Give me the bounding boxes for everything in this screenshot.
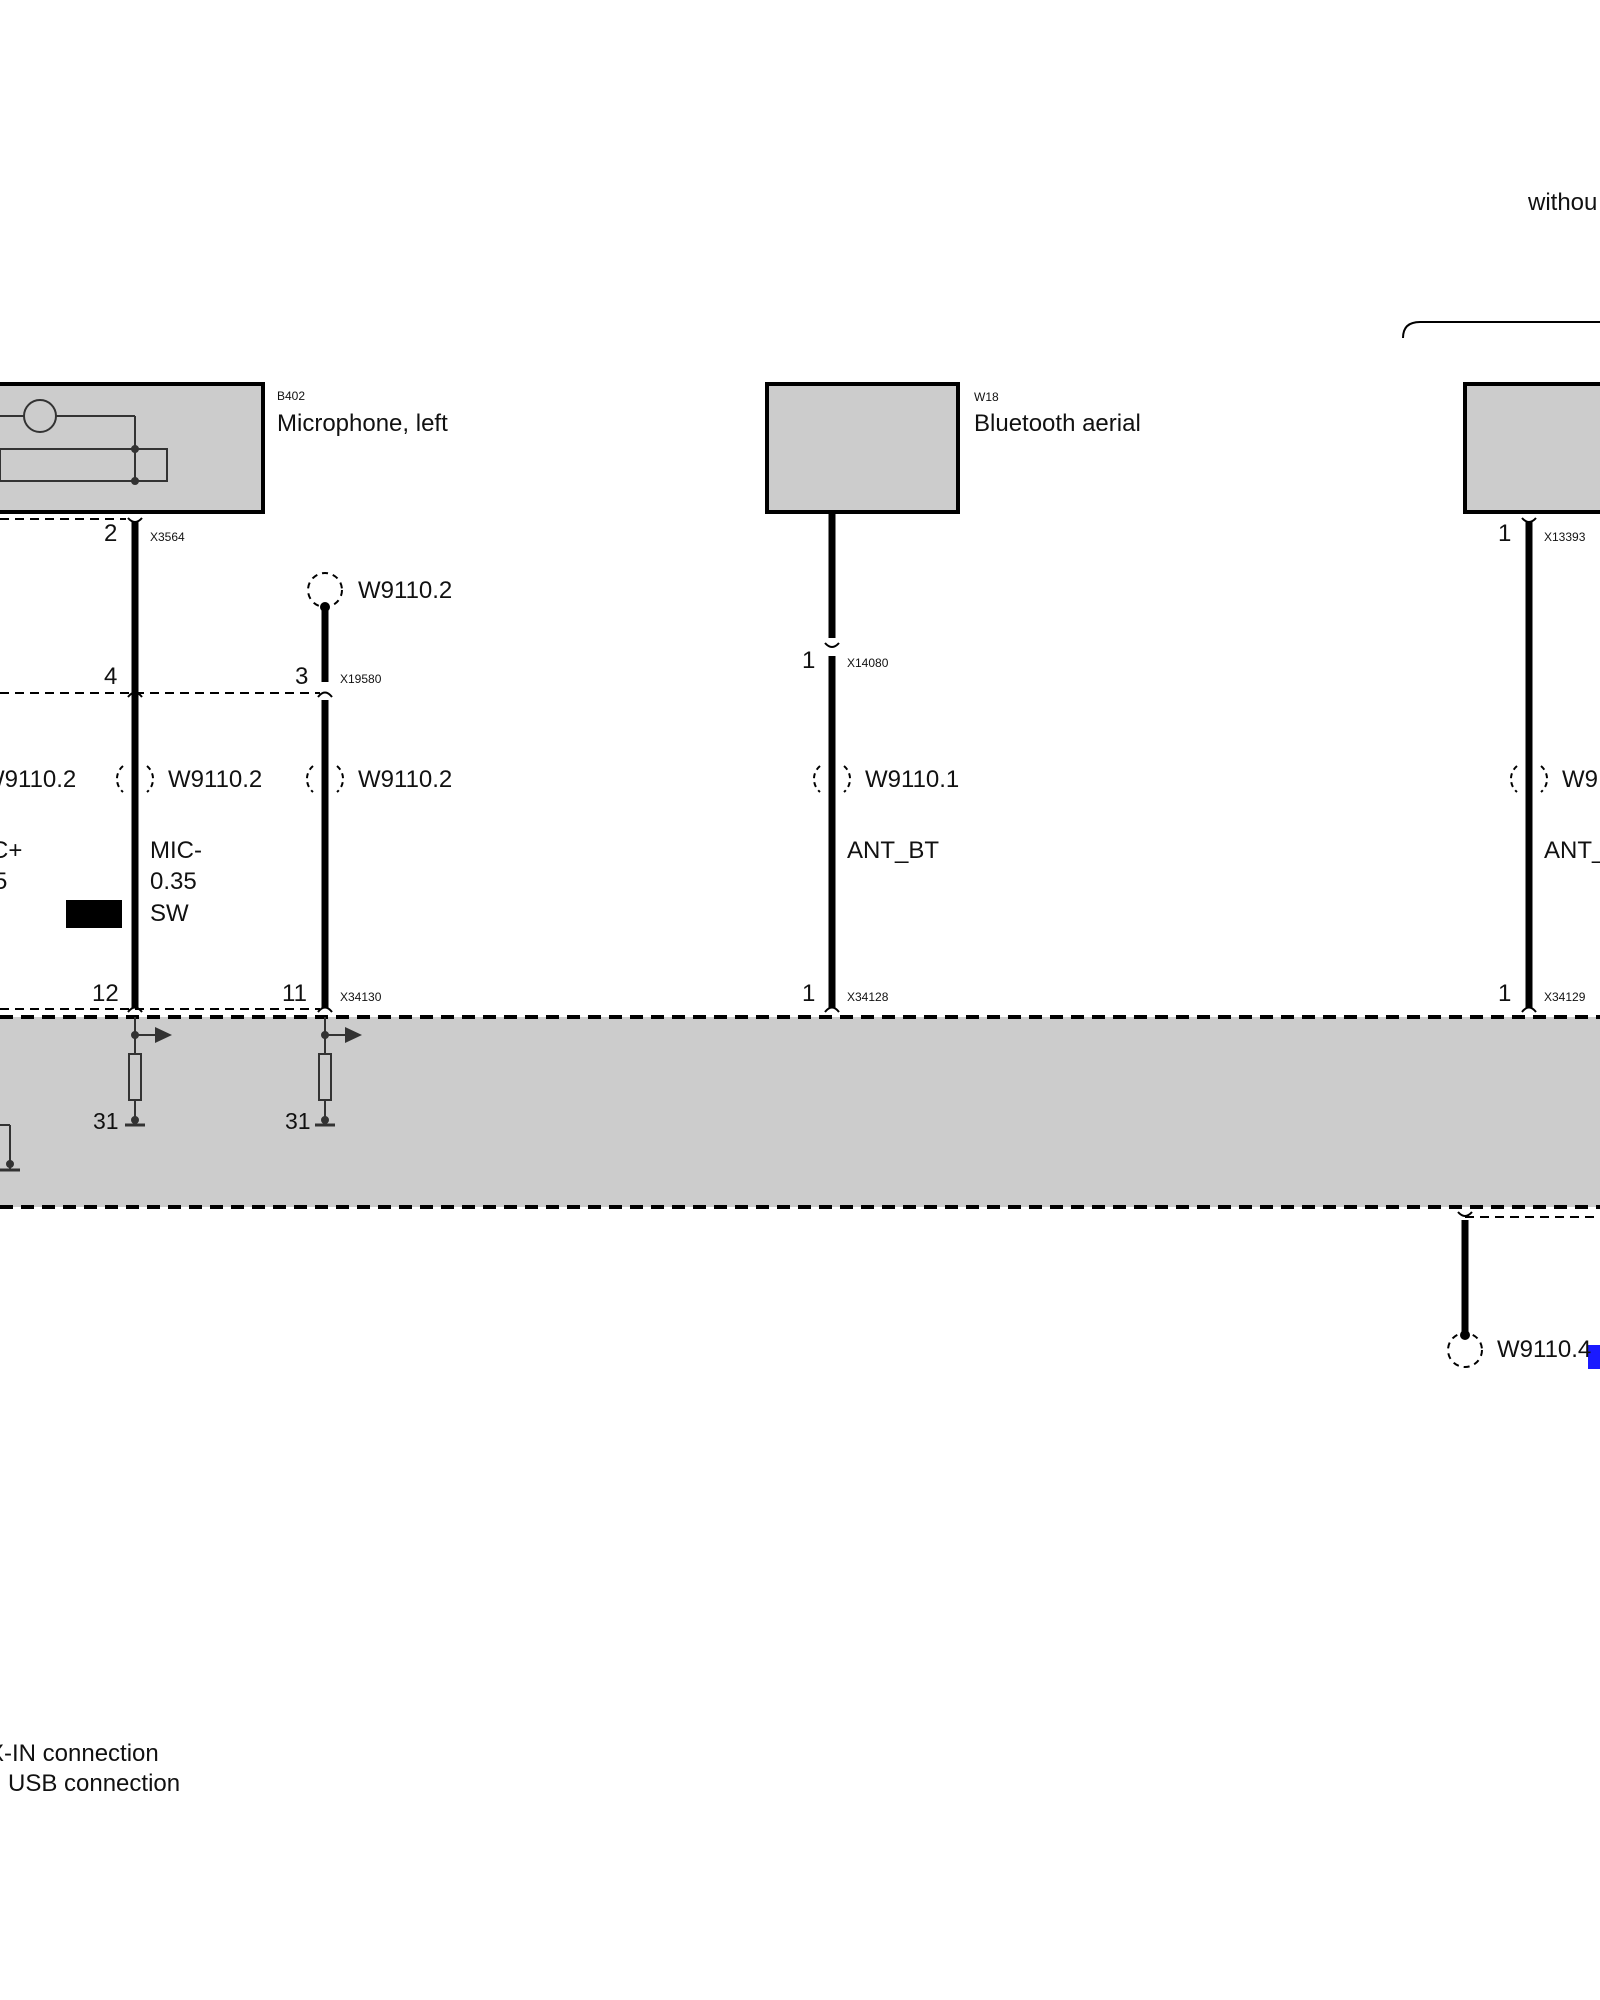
wire-bottom [1447, 1211, 1483, 1368]
pin-mic: 2 [104, 520, 117, 547]
splice-arrow-icon [345, 1027, 362, 1043]
pin-main-a: 12 [92, 980, 119, 1007]
left-partial-line1: C+ [0, 837, 22, 864]
microphone-component: B402 Microphone, left [0, 382, 448, 514]
splice-shield-end-icon [307, 572, 343, 608]
legend-line2: USB connection [8, 1770, 180, 1797]
pin-main-right: 1 [1498, 980, 1511, 1007]
connector-main-mic: X34130 [340, 990, 382, 1004]
blue-wire-marker [1588, 1345, 1600, 1369]
bottom-shield-end-icon [1447, 1332, 1483, 1368]
pin-right-top: 1 [1498, 520, 1511, 547]
microphone-code: B402 [277, 389, 305, 403]
pin-main-bt: 1 [802, 980, 815, 1007]
connector-bt-inline: X14080 [847, 656, 889, 670]
splice-wire-shield-icon [306, 765, 344, 793]
bt-aerial-box [765, 382, 960, 514]
bt-aerial-name: Bluetooth aerial [974, 410, 1141, 437]
right-component-box [1463, 382, 1600, 514]
microphone-symbol-icon [0, 399, 168, 485]
shield-left-partial: W9110.2 [0, 766, 76, 793]
wire-ant-bt [824, 512, 840, 1013]
microphone-name: Microphone, left [277, 410, 448, 437]
splice-ground-resistor [315, 1017, 362, 1127]
variant-label: withou [1527, 189, 1597, 216]
mic-minus-gauge: 0.35 [150, 868, 197, 895]
mic-minus-shield-icon [116, 765, 154, 793]
wire-mic-minus [127, 517, 143, 1013]
right-shield-icon [1510, 765, 1548, 793]
ground-label-a: 31 [93, 1108, 119, 1134]
mic-arrow-icon [155, 1027, 172, 1043]
shield-top-splice: W9110.2 [358, 577, 452, 604]
connector-mic: X3564 [150, 530, 185, 544]
ant-right-signal: ANT_ [1544, 837, 1600, 864]
connector-main-right: X34129 [1544, 990, 1586, 1004]
pin-main-b: 11 [282, 980, 307, 1007]
bt-aerial-code: W18 [974, 390, 999, 404]
bluetooth-aerial-component: W18 Bluetooth aerial [765, 382, 1141, 514]
main-unit-fill [0, 1017, 1600, 1207]
wire-splice [307, 572, 343, 1013]
mic-ground-resistor [125, 1017, 172, 1127]
connector-right-top: X13393 [1544, 530, 1586, 544]
shield-right-partial: W9 [1562, 766, 1598, 793]
connector-splice: X19580 [340, 672, 382, 686]
left-ground-icon [0, 1124, 20, 1172]
legend-line1: X-IN connection [0, 1740, 159, 1767]
pin-splice-a: 4 [104, 663, 117, 690]
ant-bt-signal: ANT_BT [847, 837, 939, 864]
bt-shield-icon [813, 765, 851, 793]
left-partial-line2: 5 [0, 868, 7, 895]
shield-bt: W9110.1 [865, 766, 959, 793]
main-unit [0, 1015, 1600, 1209]
shield-mic-minus: W9110.2 [168, 766, 262, 793]
connector-main-bt: X34128 [847, 990, 889, 1004]
wire-ant-right [1521, 517, 1537, 1013]
pin-bt-inline: 1 [802, 647, 815, 674]
mic-minus-signal: MIC- [150, 837, 202, 864]
black-wire-marker [66, 900, 122, 928]
shield-splice-wire: W9110.2 [358, 766, 452, 793]
mic-minus-color: SW [150, 900, 189, 927]
shield-bottom: W9110.4 [1497, 1336, 1591, 1363]
ground-label-b: 31 [285, 1108, 311, 1134]
pin-splice-b: 3 [295, 663, 308, 690]
variant-bracket [1402, 321, 1600, 339]
